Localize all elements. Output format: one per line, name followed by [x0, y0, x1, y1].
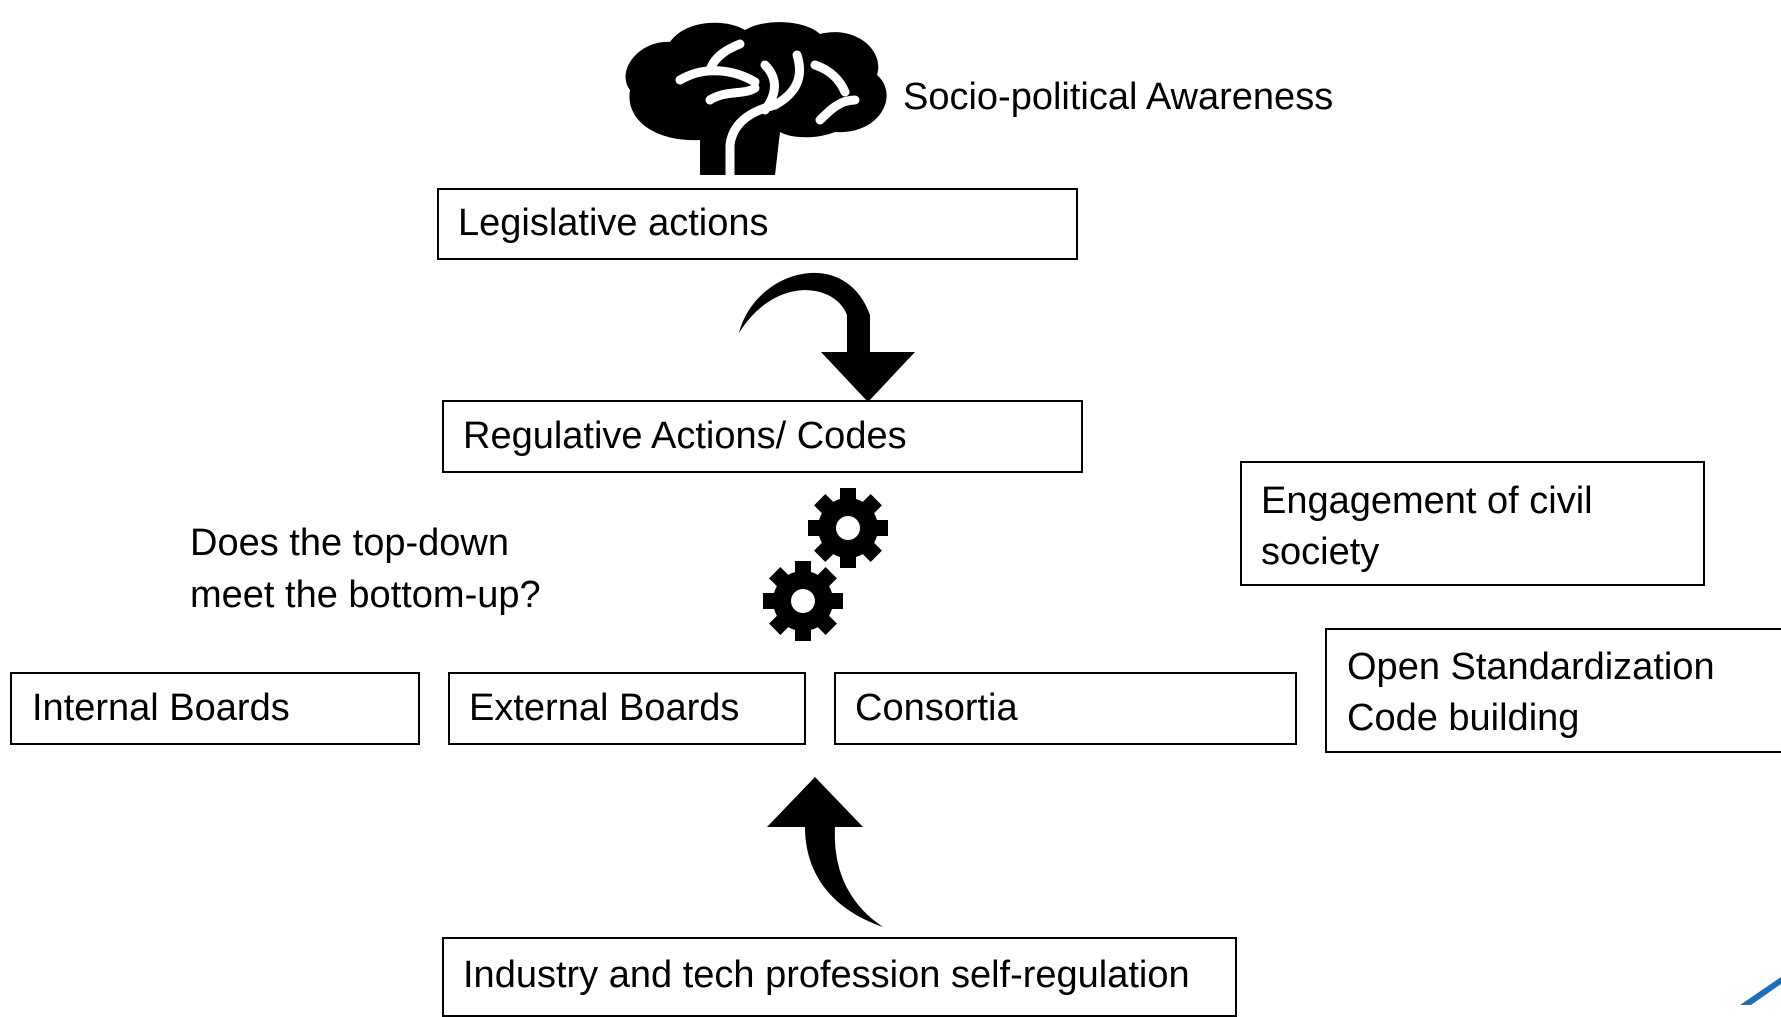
external-boards-box: External Boards — [448, 672, 806, 745]
industry-self-regulation-box: Industry and tech profession self-regula… — [442, 937, 1237, 1017]
gears-icon — [763, 488, 888, 641]
curved-down-arrow-icon — [739, 272, 915, 402]
civil-society-box: Engagement of civil society — [1240, 461, 1705, 586]
consortia-box: Consortia — [834, 672, 1297, 745]
industry-self-regulation-label: Industry and tech profession self-regula… — [463, 954, 1190, 996]
consortia-label: Consortia — [855, 687, 1018, 729]
civil-society-label-line-2: society — [1261, 531, 1380, 573]
corner-accent-icon — [1740, 977, 1781, 1005]
legislative-actions-label: Legislative actions — [458, 202, 769, 244]
brain-icon — [625, 22, 887, 180]
question-line-2: meet the bottom-up? — [190, 574, 541, 616]
internal-boards-label: Internal Boards — [32, 687, 290, 729]
internal-boards-box: Internal Boards — [10, 672, 420, 745]
regulative-actions-label: Regulative Actions/ Codes — [463, 415, 907, 457]
legislative-actions-box: Legislative actions — [437, 188, 1078, 260]
civil-society-label-line-1: Engagement of civil — [1261, 480, 1593, 522]
open-standardization-box: Open Standardization Code building — [1325, 628, 1781, 753]
external-boards-label: External Boards — [469, 687, 740, 729]
socio-political-awareness-label: Socio-political Awareness — [903, 76, 1334, 118]
open-standardization-label-line-2: Code building — [1347, 697, 1580, 739]
open-standardization-label-line-1: Open Standardization — [1347, 646, 1715, 688]
regulative-actions-box: Regulative Actions/ Codes — [442, 400, 1083, 473]
question-line-1: Does the top-down — [190, 522, 509, 564]
curved-up-arrow-icon — [767, 777, 883, 927]
